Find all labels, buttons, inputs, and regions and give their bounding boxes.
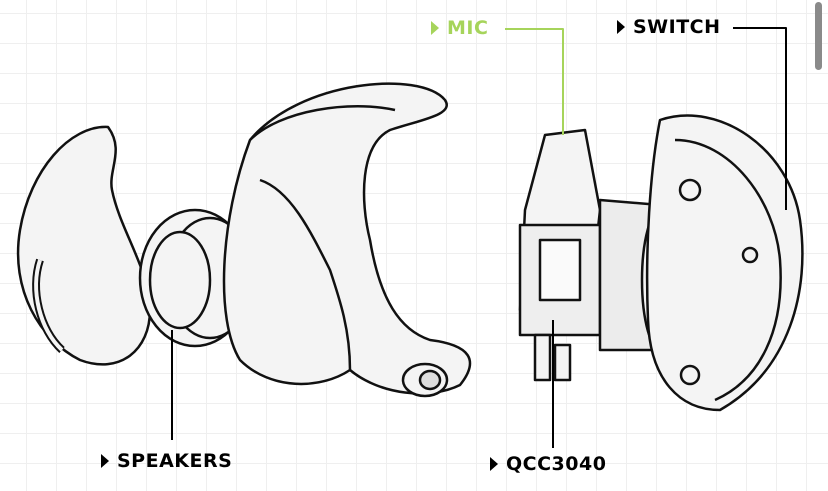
- scrollbar[interactable]: [815, 2, 822, 70]
- earbud-housing: [222, 82, 472, 395]
- triangle-marker-icon: [617, 20, 625, 34]
- triangle-marker-icon: [490, 457, 498, 471]
- switch-leader-line: [733, 27, 787, 210]
- switch-label: SWITCH: [617, 16, 721, 38]
- mic-leader-line: [505, 28, 564, 135]
- qcc3040-label: QCC3040: [490, 453, 606, 475]
- speakers-label: SPEAKERS: [101, 450, 232, 472]
- mic-label: MIC: [431, 17, 488, 39]
- triangle-marker-icon: [101, 454, 109, 468]
- ear-tip: [16, 125, 152, 366]
- triangle-marker-icon: [431, 21, 439, 35]
